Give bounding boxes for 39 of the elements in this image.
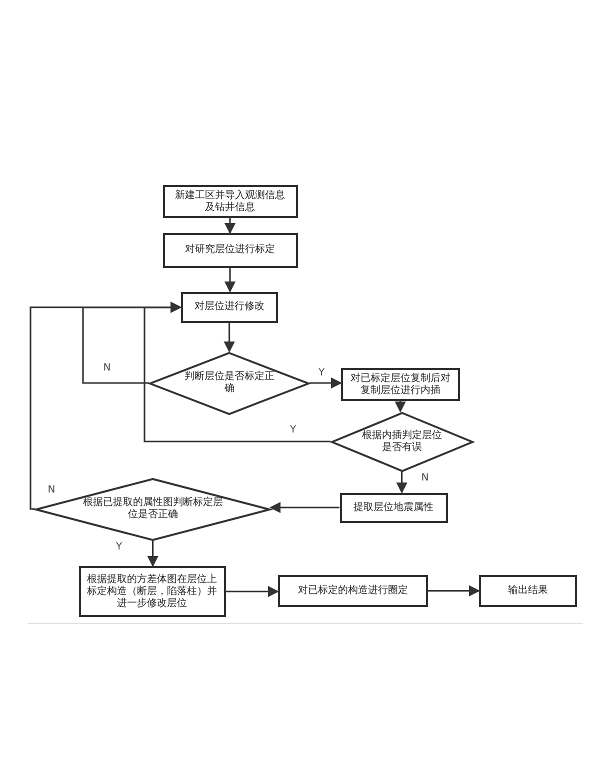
node-text: 根据内插判定层位是否有误 bbox=[360, 430, 443, 454]
process-box bbox=[78, 566, 226, 617]
edge-label: Y bbox=[288, 424, 298, 435]
process-box bbox=[162, 185, 298, 218]
arrow bbox=[226, 586, 280, 598]
arrow bbox=[428, 585, 480, 596]
node-text: 根据提取的方差体图在层位上标定构造（断层，陷落柱）并进一步修改层位 bbox=[86, 574, 218, 610]
arrow bbox=[224, 268, 236, 293]
decision-diamond bbox=[330, 412, 473, 472]
node-text: 输出结果 bbox=[508, 584, 548, 597]
edge-label: N bbox=[102, 362, 112, 374]
node-text: 对已标定层位复制后对复制层位进行内插 bbox=[349, 372, 452, 396]
arrow bbox=[224, 218, 236, 234]
arrow bbox=[30, 302, 182, 510]
process-box bbox=[180, 292, 278, 323]
edge-label: Y bbox=[114, 541, 124, 552]
process-box bbox=[278, 575, 428, 606]
decision-diamond bbox=[35, 478, 270, 540]
node-text: 提取层位地震属性 bbox=[354, 502, 434, 514]
process-box bbox=[341, 368, 460, 401]
arrow bbox=[147, 540, 158, 568]
arrow bbox=[269, 502, 340, 514]
edge-label: Y bbox=[317, 367, 326, 378]
node-text: 根据已提取的属性图判断标定层位是否正确 bbox=[82, 497, 224, 521]
node-text: 判断层位是否标定正确 bbox=[183, 371, 276, 395]
node-text: 新建工区并导入观测信息及钻井信息 bbox=[174, 190, 286, 214]
process-box bbox=[479, 575, 576, 606]
process-box bbox=[162, 233, 298, 268]
arrow bbox=[394, 401, 406, 413]
arrow bbox=[310, 377, 342, 389]
edge-label: N bbox=[46, 484, 56, 495]
node-text: 对层位进行修改 bbox=[194, 301, 264, 314]
process-box bbox=[340, 492, 448, 522]
arrow bbox=[396, 472, 408, 494]
node-text: 对研究层位进行标定 bbox=[185, 244, 275, 256]
edge-label: N bbox=[420, 472, 430, 483]
node-text: 对已标定的构造进行圈定 bbox=[298, 584, 408, 597]
arrow bbox=[224, 323, 235, 353]
decision-diamond bbox=[149, 352, 310, 414]
